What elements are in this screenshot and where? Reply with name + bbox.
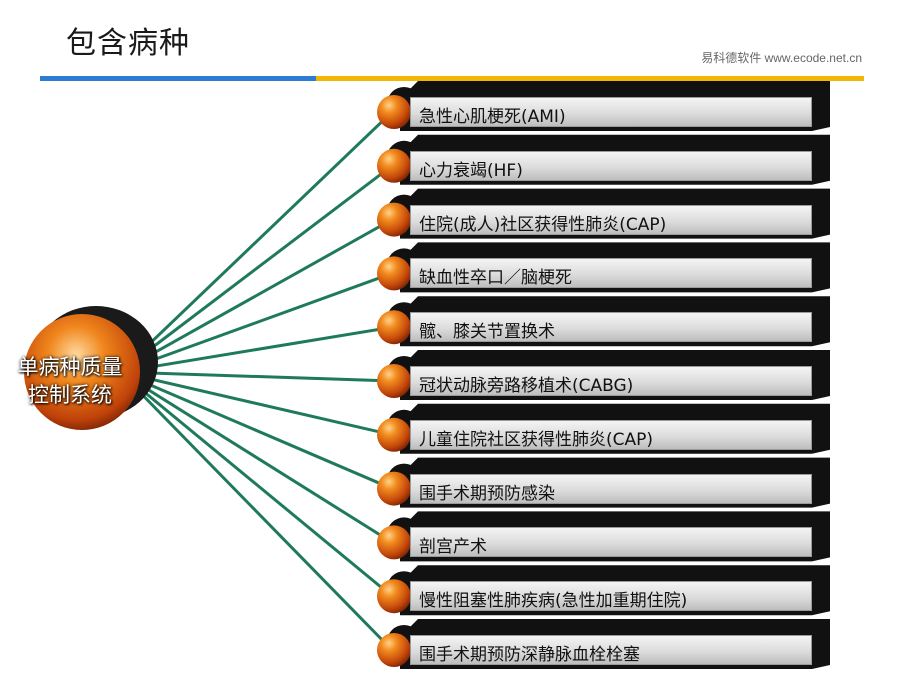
disease-item-bar: 髋、膝关节置换术 [410,312,812,343]
disease-item-label: 缺血性卒口／脑梗死 [419,268,572,289]
disease-item-label: 冠状动脉旁路移植术(CABG) [419,376,634,396]
connector-line [119,218,393,374]
connector-line [119,164,393,374]
disease-item-bar: 急性心肌梗死(AMI) [410,97,812,127]
disease-item-label: 住院(成人)社区获得性肺炎(CAP) [419,214,667,235]
disease-item-label: 围手术期预防深静脉血栓栓塞 [419,645,640,665]
disease-item-label: 慢性阻塞性肺疾病(急性加重期住院) [419,591,688,612]
header-rule-blue [40,76,316,81]
connector-line [119,325,393,374]
disease-item-bar: 围手术期预防感染 [410,473,812,504]
center-label-line2: 控制系统 [28,383,112,407]
brand-text: 易科德软件 www.ecode.net.cn [701,51,862,65]
center-label-line1: 单病种质量 [17,355,123,379]
connector-line [118,110,394,374]
connector-line [119,370,393,544]
connector-line [119,370,393,437]
center-label: 单病种质量 控制系统 [0,353,140,409]
connector-line [119,271,393,374]
disease-item-bar: 儿童住院社区获得性肺炎(CAP) [410,419,812,450]
center-orb [24,306,158,430]
connector-lines [118,110,394,652]
disease-item-label: 髋、膝关节置换术 [419,322,555,343]
disease-item-label: 儿童住院社区获得性肺炎(CAP) [419,429,654,450]
header-rule-yellow [316,76,864,81]
center-orb-sphere [24,314,140,430]
connector-line [119,370,393,383]
connector-line [118,370,394,652]
connector-line [119,370,393,490]
disease-item-bar: 冠状动脉旁路移植术(CABG) [410,366,812,396]
disease-item-bar: 剖宫产术 [410,527,812,558]
page-title: 包含病种 [66,26,190,61]
disease-item-bar: 心力衰竭(HF) [410,150,812,181]
disease-item-bar: 住院(成人)社区获得性肺炎(CAP) [410,204,812,235]
connector-line [119,370,393,598]
disease-item-bar: 缺血性卒口／脑梗死 [410,258,812,289]
disease-item-bar: 慢性阻塞性肺疾病(急性加重期住院) [410,581,812,612]
disease-item-label: 围手术期预防感染 [419,483,555,504]
disease-item-label: 急性心肌梗死(AMI) [419,107,566,127]
disease-item-label: 心力衰竭(HF) [419,160,523,181]
disease-item-label: 剖宫产术 [419,537,487,558]
disease-item-bar: 围手术期预防深静脉血栓栓塞 [410,635,812,665]
